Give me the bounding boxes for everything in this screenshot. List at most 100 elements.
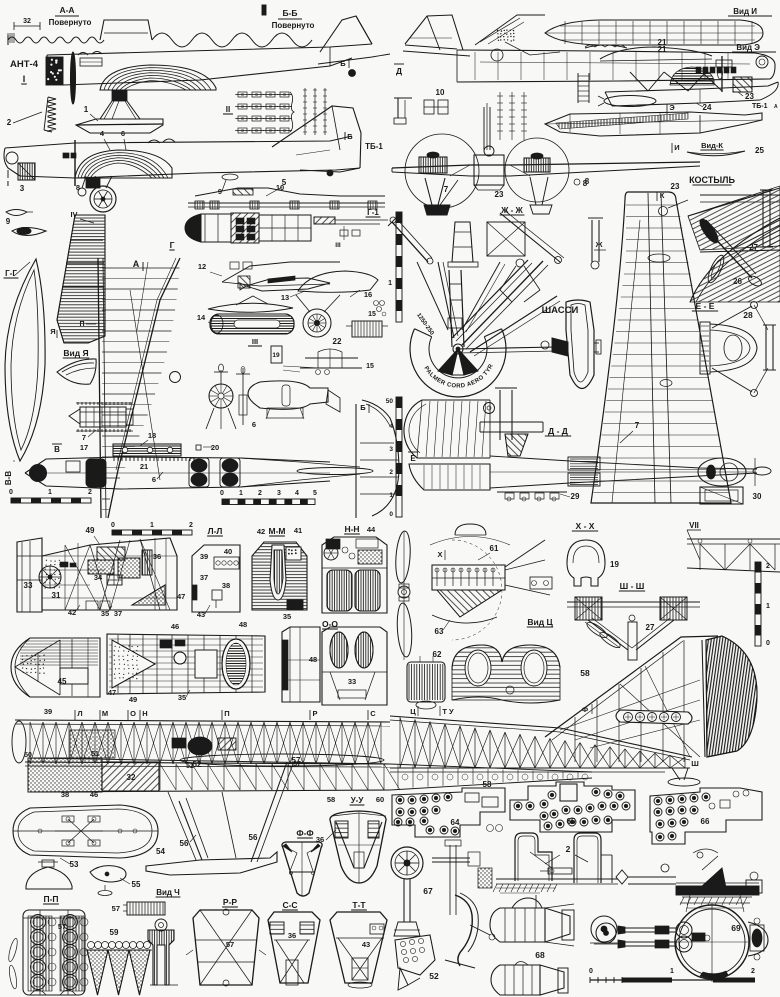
svg-text:Т-Т: Т-Т (352, 900, 366, 910)
svg-text:37: 37 (200, 573, 208, 582)
svg-text:33: 33 (24, 581, 33, 590)
svg-text:8: 8 (583, 179, 588, 188)
svg-text:6: 6 (152, 475, 156, 484)
svg-text:II: II (226, 105, 230, 114)
svg-text:64: 64 (451, 818, 460, 827)
svg-text:47: 47 (177, 592, 185, 601)
svg-text:8: 8 (585, 177, 590, 186)
svg-text:1: 1 (84, 105, 89, 114)
svg-text:У-У: У-У (351, 796, 365, 805)
svg-text:10: 10 (436, 88, 445, 97)
svg-text:4: 4 (100, 129, 105, 138)
svg-text:1: 1 (150, 522, 154, 529)
svg-text:А: А (133, 259, 140, 269)
svg-text:I: I (7, 181, 9, 188)
svg-text:Вид Я: Вид Я (63, 348, 88, 358)
svg-text:1: 1 (670, 968, 674, 975)
svg-text:14: 14 (197, 313, 206, 322)
svg-text:22: 22 (333, 337, 342, 346)
svg-text:23: 23 (495, 190, 504, 199)
svg-text:0: 0 (766, 640, 770, 647)
svg-text:2: 2 (751, 968, 755, 975)
svg-text:32: 32 (127, 773, 136, 782)
svg-text:0: 0 (589, 968, 593, 975)
svg-text:В: В (54, 445, 60, 454)
svg-text:И: И (674, 143, 679, 152)
svg-text:Ш: Ш (691, 759, 699, 768)
svg-text:Ф-Ф: Ф-Ф (296, 828, 313, 838)
svg-text:16: 16 (364, 290, 372, 299)
svg-text:Вид Э: Вид Э (736, 43, 760, 52)
svg-text:К: К (660, 191, 665, 200)
svg-text:49: 49 (86, 526, 95, 535)
svg-text:2: 2 (258, 490, 262, 497)
svg-text:0: 0 (220, 490, 224, 497)
svg-text:1: 1 (48, 489, 52, 496)
svg-text:56: 56 (180, 839, 189, 848)
svg-text:2: 2 (88, 489, 92, 496)
svg-text:Н: Н (142, 709, 147, 718)
svg-text:50: 50 (386, 398, 394, 405)
svg-text:9: 9 (6, 217, 11, 226)
svg-text:6: 6 (252, 420, 256, 429)
svg-text:6: 6 (121, 129, 125, 138)
svg-text:55: 55 (132, 880, 141, 889)
svg-text:Н-Н: Н-Н (344, 524, 359, 534)
svg-text:1: 1 (239, 490, 243, 497)
svg-text:57: 57 (58, 922, 66, 931)
svg-text:О: О (130, 709, 136, 718)
svg-text:0: 0 (111, 522, 115, 529)
svg-text:32: 32 (23, 18, 31, 25)
svg-text:VII: VII (689, 521, 699, 530)
svg-text:65: 65 (567, 817, 576, 826)
svg-text:50: 50 (24, 752, 32, 759)
svg-text:А: А (774, 104, 778, 110)
svg-text:Г-Г: Г-Г (5, 269, 17, 278)
svg-text:28: 28 (743, 310, 753, 320)
svg-text:IV: IV (70, 210, 77, 219)
svg-text:4: 4 (295, 490, 299, 497)
svg-text:23: 23 (745, 92, 754, 101)
svg-text:13: 13 (281, 293, 289, 302)
svg-text:42: 42 (257, 527, 265, 536)
svg-text:52: 52 (429, 971, 439, 981)
svg-text:48: 48 (239, 620, 247, 629)
svg-text:2: 2 (766, 563, 770, 570)
svg-text:57: 57 (112, 904, 120, 913)
svg-text:60: 60 (376, 795, 384, 804)
svg-text:12: 12 (198, 262, 206, 271)
svg-text:57: 57 (293, 761, 301, 768)
svg-text:Г: Г (170, 240, 175, 250)
svg-text:Повернуто: Повернуто (272, 21, 315, 30)
svg-text:1: 1 (389, 492, 393, 499)
svg-text:58: 58 (580, 668, 590, 678)
svg-text:56: 56 (249, 833, 258, 842)
svg-text:1: 1 (388, 280, 392, 287)
svg-text:Т У: Т У (442, 707, 454, 716)
svg-text:М: М (102, 709, 108, 718)
svg-text:ШАССИ: ШАССИ (542, 305, 579, 316)
svg-text:44: 44 (367, 525, 376, 534)
svg-text:Д: Д (396, 66, 402, 76)
svg-text:3: 3 (389, 446, 393, 453)
svg-text:Я: Я (50, 327, 55, 336)
svg-text:19: 19 (610, 560, 619, 569)
svg-text:3: 3 (20, 184, 25, 193)
svg-text:Л-Л: Л-Л (208, 526, 223, 536)
svg-text:46: 46 (171, 622, 179, 631)
svg-text:17: 17 (80, 443, 88, 452)
svg-text:41: 41 (294, 526, 302, 535)
svg-text:27: 27 (646, 623, 655, 632)
svg-text:15: 15 (368, 311, 376, 318)
svg-text:7: 7 (635, 421, 640, 430)
svg-text:АНТ-4: АНТ-4 (10, 59, 39, 70)
svg-text:С-С: С-С (282, 900, 297, 910)
svg-text:Б: Б (347, 132, 353, 141)
svg-text:37: 37 (114, 609, 122, 618)
svg-text:15: 15 (366, 363, 374, 370)
svg-text:54: 54 (156, 847, 165, 856)
svg-text:34: 34 (94, 573, 103, 582)
svg-text:8: 8 (76, 183, 80, 192)
svg-text:10: 10 (276, 183, 284, 192)
svg-text:2: 2 (389, 469, 393, 476)
